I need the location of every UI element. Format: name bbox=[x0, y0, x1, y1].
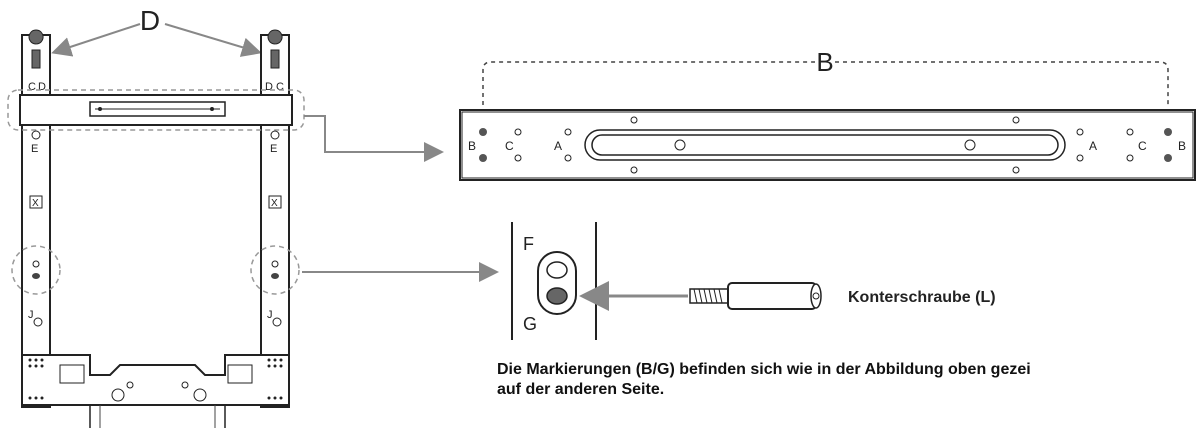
label-b-left: B bbox=[468, 139, 476, 153]
label-g: G bbox=[523, 314, 537, 334]
label-x: X bbox=[32, 198, 39, 209]
rail-detail: B B C A A C B bbox=[459, 47, 1196, 181]
label-f: F bbox=[523, 234, 534, 254]
svg-text:D: D bbox=[38, 81, 46, 93]
label-e: E bbox=[31, 143, 38, 155]
label-c-left: C bbox=[505, 139, 514, 153]
label-j: J bbox=[28, 309, 34, 321]
label-a-left: A bbox=[554, 139, 562, 153]
svg-text:D: D bbox=[265, 81, 273, 93]
label-a-right: A bbox=[1089, 139, 1097, 153]
svg-text:J: J bbox=[267, 309, 273, 321]
screw-label: Konterschraube (L) bbox=[848, 289, 996, 306]
screw-icon bbox=[689, 282, 822, 310]
label-b-top: B bbox=[816, 47, 833, 77]
screw-detail: F G Konterschraube (L) bbox=[511, 222, 996, 340]
svg-text:E: E bbox=[270, 143, 277, 155]
label-c-right: C bbox=[1138, 139, 1147, 153]
svg-text:X: X bbox=[271, 198, 278, 209]
label-d: D bbox=[140, 5, 160, 36]
caption-line-1: Die Markierungen (B/G) befinden sich wie… bbox=[497, 361, 1031, 378]
svg-text:C: C bbox=[276, 81, 284, 93]
mount-frame: D C D D C E E X X bbox=[7, 5, 305, 428]
caption: Die Markierungen (B/G) befinden sich wie… bbox=[497, 360, 1196, 400]
caption-line-2: auf der anderen Seite. bbox=[497, 381, 665, 398]
label-b-right: B bbox=[1178, 139, 1186, 153]
label-c-left-rail: C bbox=[28, 81, 36, 93]
